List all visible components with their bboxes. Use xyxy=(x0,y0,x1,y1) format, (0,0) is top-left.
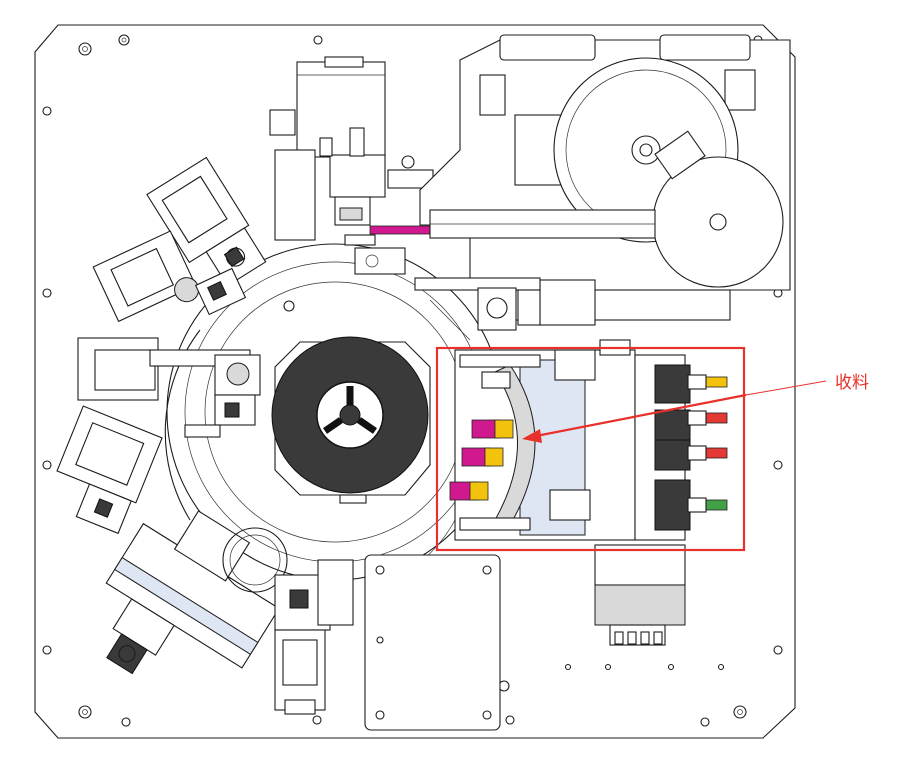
turntable-hub xyxy=(271,336,431,504)
access-panel xyxy=(364,554,501,731)
station-bottom xyxy=(222,527,354,715)
receiving-station xyxy=(449,339,728,541)
station-left-1 xyxy=(92,230,247,323)
station-upper-left xyxy=(146,156,267,287)
station-lower-left xyxy=(105,510,280,675)
actuator-unit xyxy=(594,544,686,646)
transfer-module xyxy=(414,277,541,341)
highlight-box xyxy=(435,346,746,552)
callout-label: 收料 xyxy=(835,373,869,393)
station-left-2 xyxy=(77,337,261,438)
station-left-3 xyxy=(56,405,163,535)
top-feeder-module xyxy=(269,56,446,275)
mounting-holes xyxy=(42,34,783,727)
callout-arrow xyxy=(522,380,827,443)
